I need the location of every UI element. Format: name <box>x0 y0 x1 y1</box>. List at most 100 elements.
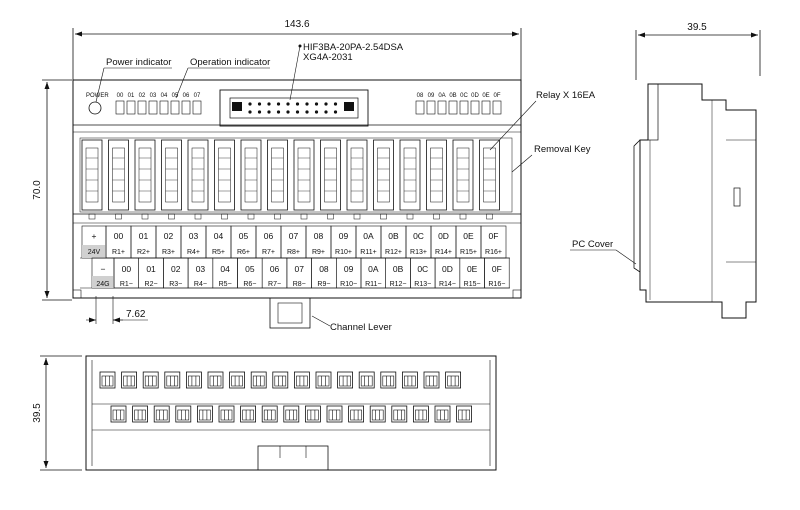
connector-pin <box>295 110 300 114</box>
screw-terminal-icon <box>229 371 246 389</box>
bottom-view: 39.5 <box>32 355 497 471</box>
led-label: 08 <box>417 93 424 99</box>
width-value: 143.6 <box>284 19 309 30</box>
terminal-cell <box>484 257 510 289</box>
screw-terminal-icon <box>196 405 213 423</box>
screw-terminal-icon <box>99 371 116 389</box>
relay-callouts: Relay X 16EA Removal Key <box>489 90 596 173</box>
dimension-width: 143.6 <box>72 19 522 80</box>
screw-terminal-icon <box>142 371 159 389</box>
connector-pin <box>324 102 328 106</box>
relay <box>134 139 156 220</box>
screw-terminal-icon <box>434 405 451 423</box>
pc-cover-label: PC Cover <box>572 239 613 250</box>
terminal-relay: R6+ <box>237 249 250 256</box>
channel-lever: Channel Lever <box>269 297 392 333</box>
terminal-relay: R4− <box>194 281 207 288</box>
relay <box>320 139 341 220</box>
led-indicator <box>137 100 147 115</box>
removal-key-label: Removal Key <box>534 144 591 155</box>
relay <box>426 139 447 220</box>
terminal-shade <box>92 276 114 288</box>
led-indicator <box>115 100 125 115</box>
connector-body <box>219 89 369 127</box>
led-label: 06 <box>183 93 190 99</box>
screw-terminal-icon <box>401 371 418 389</box>
led-indicator <box>437 100 447 115</box>
screw-terminal-icon <box>293 371 310 389</box>
connector-pin <box>276 110 281 114</box>
connector-pin <box>314 102 319 106</box>
led-label: 01 <box>128 93 135 99</box>
screw-terminal-icon <box>164 371 181 389</box>
led-label: 02 <box>139 93 146 99</box>
indicator-callouts: Power indicator Operation indicator <box>95 57 270 103</box>
terminal-relay: R8+ <box>287 249 300 256</box>
connector-pin <box>248 110 252 114</box>
connector-pin <box>324 110 328 114</box>
led-indicator <box>192 100 202 115</box>
dimension-height: 70.0 <box>32 79 72 301</box>
relay <box>452 139 474 220</box>
screw-terminal-icon <box>358 371 375 389</box>
terminal-relay: R4+ <box>187 249 200 256</box>
terminal-relay: R10− <box>340 281 357 288</box>
connector-pin <box>248 102 252 106</box>
led-label: 0E <box>482 93 489 99</box>
terminal-relay: R7− <box>268 281 281 288</box>
terminal-relay: R16− <box>488 281 505 288</box>
terminal-channel: 04 <box>214 231 224 241</box>
bottom-depth-value: 39.5 <box>32 403 43 423</box>
terminal-channel: 07 <box>289 231 299 241</box>
screw-terminal-icon <box>153 405 170 423</box>
led-label: 05 <box>172 93 179 99</box>
screw-terminal-icon <box>445 371 462 389</box>
connector-pin <box>276 102 281 106</box>
screw-terminal-icon <box>391 405 408 423</box>
led-label: 07 <box>194 93 201 99</box>
terminal-relay: R16+ <box>485 249 502 256</box>
screw-terminal-icon <box>110 405 127 423</box>
terminal-channel: 06 <box>264 231 274 241</box>
screw-terminal-icon <box>240 405 257 423</box>
led-indicator <box>481 100 491 115</box>
screw-terminal-icon <box>185 371 202 389</box>
terminal-channel: 08 <box>319 264 329 274</box>
terminal-relay: R11+ <box>360 249 376 256</box>
terminal-channel: 04 <box>220 264 230 274</box>
terminal-minus-symbol: − <box>101 264 106 274</box>
terminal-channel: 01 <box>139 231 149 241</box>
terminal-channel: 01 <box>146 264 156 274</box>
terminal-channel: 0A <box>368 264 379 274</box>
terminal-relay: R7+ <box>262 249 275 256</box>
relay-label: Relay X 16EA <box>536 90 596 101</box>
led-indicator <box>415 100 425 115</box>
connector-pin <box>295 102 300 106</box>
screw-terminal-icon <box>132 405 149 423</box>
dimension-pitch: 7.62 <box>86 296 148 324</box>
pitch-value: 7.62 <box>126 309 146 320</box>
terminal-channel: 0F <box>489 231 499 241</box>
relay <box>161 139 182 220</box>
connector-pin <box>333 110 338 114</box>
terminal-relay: R2+ <box>137 249 150 256</box>
screw-terminal-icon <box>456 405 473 423</box>
terminal-relay: R9− <box>317 281 330 288</box>
terminal-relay: R15− <box>464 281 481 288</box>
connector-part-2: XG4A-2031 <box>303 52 353 63</box>
terminal-relay: R13+ <box>410 249 427 256</box>
screw-terminal-icon <box>272 371 289 389</box>
terminal-channel: 0C <box>417 264 428 274</box>
connector-pin <box>305 102 309 106</box>
terminal-channel: 03 <box>196 264 206 274</box>
terminal-relay: R2− <box>145 281 158 288</box>
terminal-relay: R13− <box>414 281 431 288</box>
terminal-24g-label: 24G <box>96 281 109 288</box>
screw-terminal-icon <box>218 405 235 423</box>
screw-terminal-icon <box>283 405 300 423</box>
connector-pin <box>286 110 290 114</box>
led-label: 0F <box>493 93 500 99</box>
terminal-channel: 02 <box>164 231 174 241</box>
